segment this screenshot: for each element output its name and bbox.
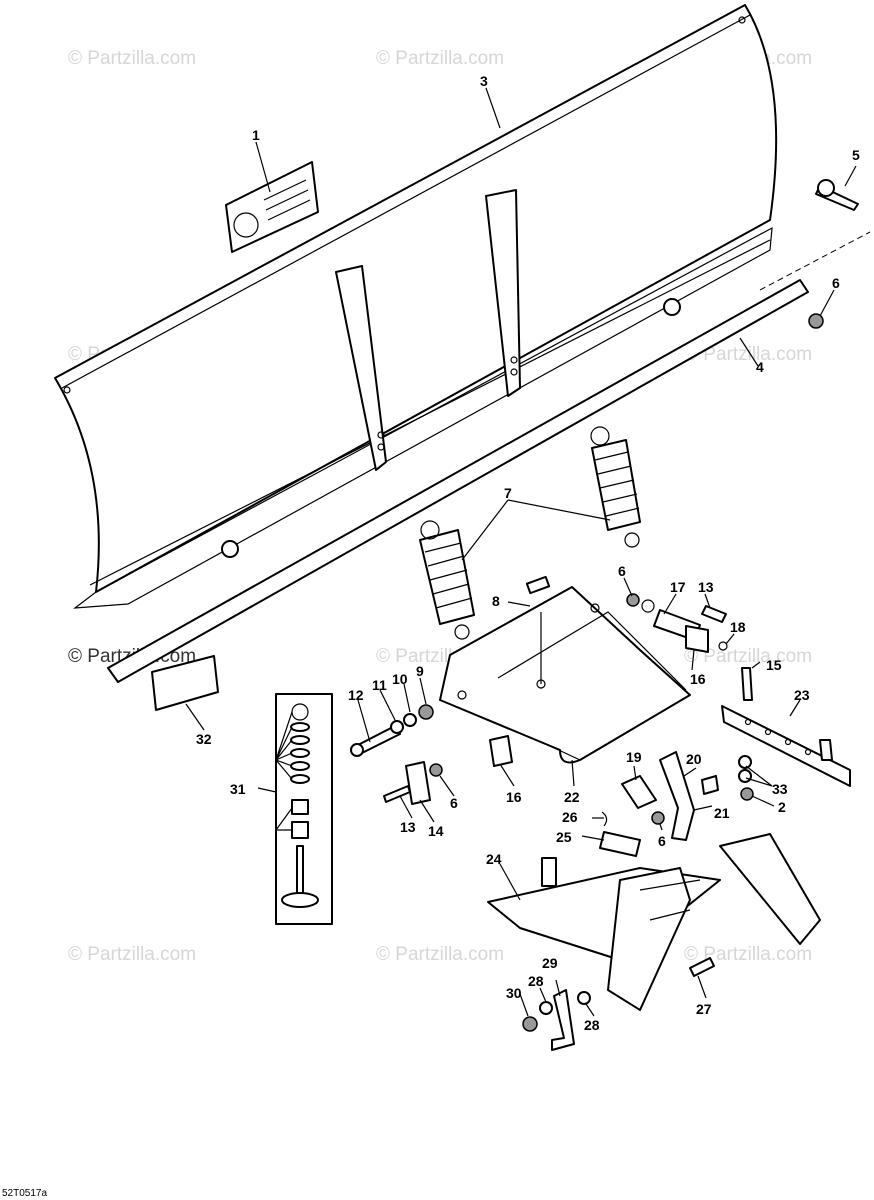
pivot-pin: [599, 831, 641, 857]
callout-25: 25: [556, 829, 572, 845]
pivot-linkage: [641, 599, 709, 653]
callout-4: 4: [756, 359, 764, 375]
callout-12: 12: [348, 687, 364, 703]
hardware-kit: [275, 693, 333, 925]
watermark: © Partzilla.com: [684, 344, 812, 365]
callout-26: 26: [562, 809, 578, 825]
washer: [718, 641, 728, 651]
washer: [738, 755, 752, 769]
callout-18: 18: [730, 619, 746, 635]
callout-6: 6: [832, 275, 840, 291]
wear-bar: [107, 231, 871, 683]
callout-21: 21: [714, 805, 730, 821]
callout-6: 6: [450, 795, 458, 811]
callout-3: 3: [480, 73, 488, 89]
hex-nut: [740, 787, 754, 801]
hex-nut: [808, 313, 824, 329]
spring-rod: [621, 775, 657, 809]
callout-2: 2: [778, 799, 786, 815]
callout-13: 13: [698, 579, 714, 595]
watermark: © Partzilla.com: [68, 944, 196, 965]
leader-lines: [185, 87, 857, 1017]
washer: [738, 769, 752, 783]
bolt: [741, 667, 753, 701]
callout-28: 28: [528, 973, 544, 989]
bolt: [701, 775, 719, 795]
callout-8: 8: [492, 593, 500, 609]
clip: [551, 989, 575, 1051]
callout-24: 24: [486, 851, 502, 867]
callout-29: 29: [542, 955, 558, 971]
watermark: © Partzilla.com: [376, 944, 504, 965]
callout-11: 11: [372, 677, 387, 693]
callout-13: 13: [400, 819, 416, 835]
callout-6: 6: [658, 833, 666, 849]
callout-20: 20: [686, 751, 702, 767]
watermark: © Partzilla.com: [684, 944, 812, 965]
callout-28: 28: [584, 1017, 600, 1033]
angle-bracket: [721, 705, 851, 787]
hex-nut-8: [525, 575, 551, 595]
callout-16: 16: [690, 671, 706, 687]
callout-6: 6: [618, 563, 626, 579]
callout-10: 10: [392, 671, 408, 687]
hex-nut: [429, 763, 443, 777]
callout-31: 31: [230, 781, 246, 797]
callout-33: 33: [772, 781, 788, 797]
callout-15: 15: [766, 657, 782, 673]
drawing-code: 52T0517a: [2, 1188, 47, 1199]
hex-nut: [522, 1016, 538, 1032]
mount-bracket: [439, 586, 691, 764]
callout-7: 7: [504, 485, 512, 501]
watermark: © Partzilla.com: [68, 48, 196, 69]
callout-5: 5: [852, 147, 860, 163]
watermark: © Partzilla.com: [684, 646, 812, 667]
spacer-plate: [405, 761, 431, 805]
callout-19: 19: [626, 749, 642, 765]
bolt: [689, 957, 715, 977]
spring-clip: [601, 811, 608, 827]
pivot-bolt-stack: [350, 704, 434, 757]
base-frame: [487, 833, 821, 1011]
watermark: © Partzilla.com: [376, 48, 504, 69]
callout-14: 14: [428, 823, 444, 839]
callout-27: 27: [696, 1001, 712, 1017]
hex-nut: [626, 593, 640, 607]
hex-nut: [651, 811, 665, 825]
handle-lever: [659, 751, 695, 841]
callout-labels: 1 2 3 4 5 6 6 6 6 6 7 8 9 10 11 12 13 13…: [196, 73, 860, 1033]
callout-22: 22: [564, 789, 580, 805]
callout-16: 16: [506, 789, 522, 805]
warning-decal: [225, 161, 319, 253]
callout-17: 17: [670, 579, 686, 595]
plow-blade: [54, 4, 778, 609]
washer: [539, 1001, 553, 1015]
callout-9: 9: [416, 663, 424, 679]
callout-1: 1: [252, 127, 260, 143]
decal-32: [151, 655, 219, 711]
extension-spring: [590, 426, 641, 548]
bolt: [383, 785, 411, 803]
extension-spring: [419, 520, 475, 640]
clip-bracket: [489, 735, 513, 767]
carriage-bolt: [815, 179, 859, 211]
callout-32: 32: [196, 731, 212, 747]
callout-30: 30: [506, 985, 522, 1001]
bolt: [701, 605, 727, 623]
washer: [577, 991, 591, 1005]
callout-23: 23: [794, 687, 810, 703]
